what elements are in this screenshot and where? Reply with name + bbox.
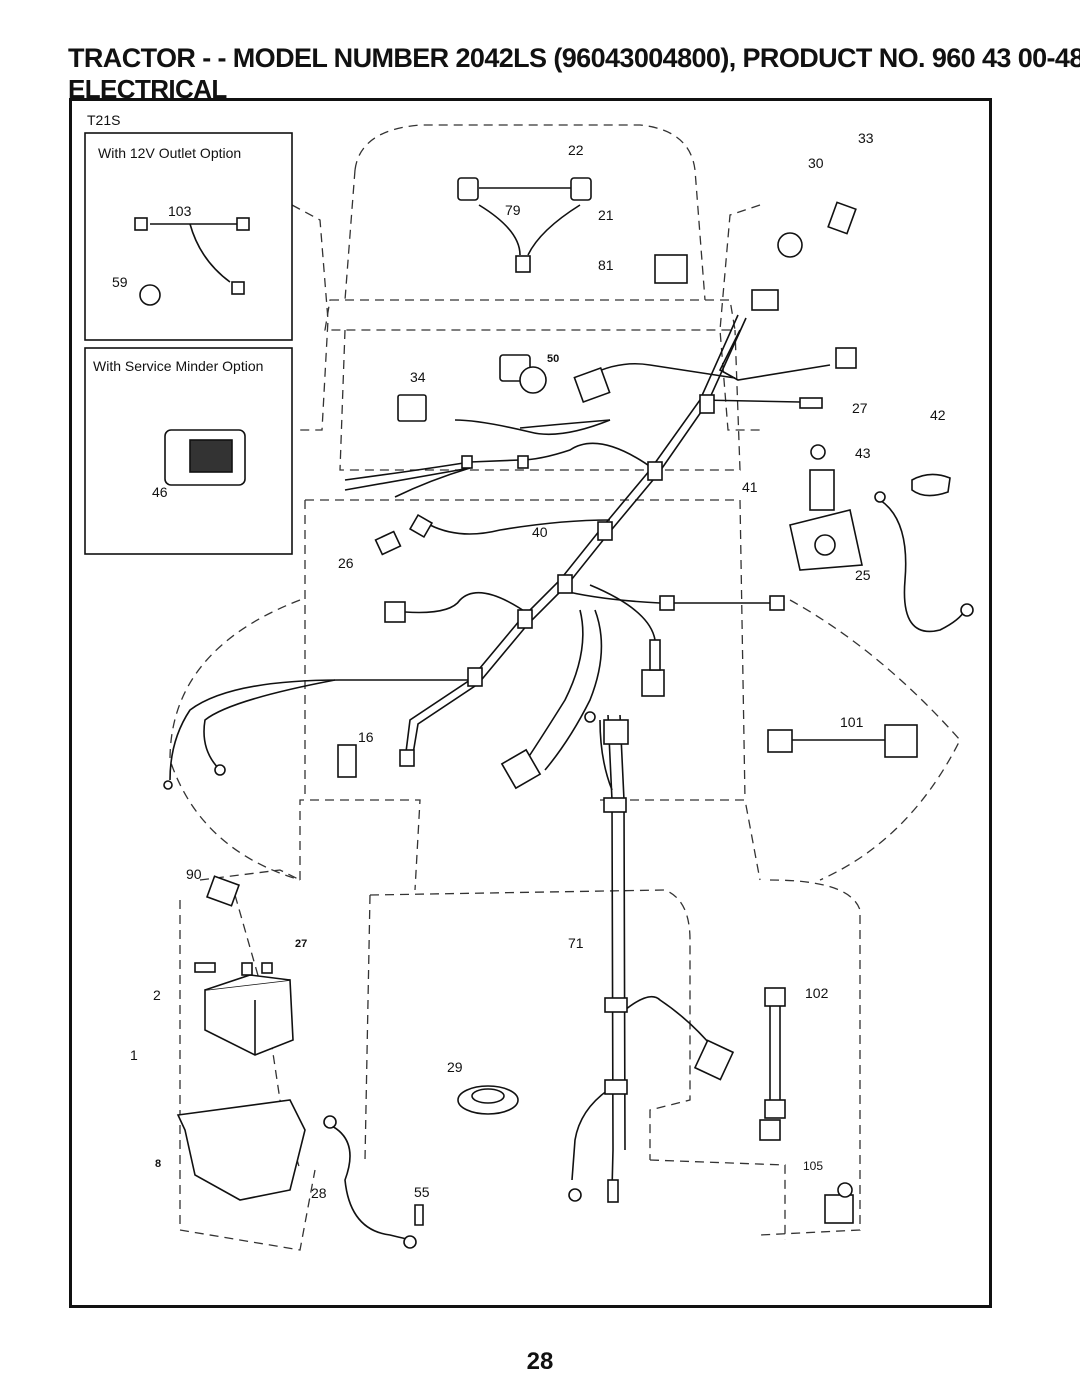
part-label: 29 <box>447 1059 463 1075</box>
part-label: 105 <box>803 1159 823 1173</box>
part-label: 71 <box>568 935 584 951</box>
boot-42 <box>911 473 951 497</box>
battery-tray <box>176 1099 306 1201</box>
headlight-left <box>457 177 479 201</box>
part-plug <box>408 513 434 539</box>
outlet-59 <box>139 284 161 306</box>
terminal <box>214 764 226 776</box>
part-label: 79 <box>505 202 521 218</box>
part-label: 30 <box>808 155 824 171</box>
headlight-right <box>570 177 592 201</box>
part-label: 50 <box>547 353 559 365</box>
inset-boxes <box>84 132 293 555</box>
part-label: 27 <box>295 938 307 950</box>
connector-plug <box>399 749 415 767</box>
tractor-outline <box>169 124 961 1251</box>
part-label: 90 <box>186 866 202 882</box>
part-label: 41 <box>742 479 758 495</box>
bolt-55 <box>414 1204 424 1226</box>
part-label: 16 <box>358 729 374 745</box>
outlet-connector <box>134 217 148 231</box>
diagram-code: T21S <box>87 112 120 128</box>
connector-plug <box>641 669 665 697</box>
decal <box>573 366 611 404</box>
part-label: 22 <box>568 142 584 158</box>
part-label: 43 <box>855 445 871 461</box>
connector-plug <box>751 289 779 311</box>
solenoid-43 <box>809 469 835 511</box>
bolt-2 <box>194 962 216 973</box>
harness-connector <box>647 461 663 481</box>
battery <box>204 979 294 1056</box>
fuse-holder <box>607 1179 619 1203</box>
harness-connector <box>699 394 715 414</box>
part-label: 2 <box>153 987 161 1003</box>
page-title: TRACTOR - - MODEL NUMBER 2042LS (9604300… <box>68 43 1080 73</box>
inset-service-caption: With Service Minder Option <box>93 358 263 374</box>
harness-connector <box>557 574 573 594</box>
part-label: 40 <box>532 524 548 540</box>
part-27 <box>241 962 253 976</box>
part-label: 103 <box>168 203 192 219</box>
page-number: 28 <box>526 1348 554 1375</box>
outlet-101 <box>884 724 918 758</box>
harness-connector <box>604 997 628 1013</box>
part-label: 55 <box>414 1184 430 1200</box>
connector-102 <box>764 1099 786 1119</box>
connector-102 <box>759 1119 781 1141</box>
part-label: 46 <box>152 484 168 500</box>
part-label: 59 <box>112 274 128 290</box>
switch-105 <box>824 1194 854 1224</box>
part-26 <box>374 530 402 556</box>
wire-connector <box>461 455 473 469</box>
connector-plug <box>384 601 406 623</box>
part-label: 81 <box>598 257 614 273</box>
part-label: 102 <box>805 985 829 1001</box>
part-label: 42 <box>930 407 946 423</box>
sensor-30 <box>777 232 803 258</box>
harness-plug-79 <box>515 255 531 273</box>
wire-connector <box>769 595 785 611</box>
part-16 <box>337 744 357 778</box>
components <box>134 177 974 1249</box>
part-33 <box>827 201 857 235</box>
part-label: 25 <box>855 567 871 583</box>
knob-50 <box>519 366 547 394</box>
inset-12v-outlet <box>84 132 293 341</box>
part-label: 28 <box>311 1185 327 1201</box>
part-label: 33 <box>858 130 874 146</box>
harness-connector <box>597 521 613 541</box>
connector-plug <box>693 1039 735 1081</box>
connector-plug <box>835 347 857 369</box>
harness-connector <box>517 609 533 629</box>
wire-connector <box>659 595 675 611</box>
inset-service-minder <box>84 347 293 555</box>
terminal <box>163 780 173 790</box>
harness-connector <box>467 667 483 687</box>
connector-plug <box>799 397 823 409</box>
part-label: 8 <box>155 1158 161 1170</box>
connector-plug <box>500 748 542 790</box>
relay-81 <box>654 254 688 284</box>
inset-12v-caption: With 12V Outlet Option <box>98 145 241 161</box>
connector-101 <box>767 729 793 753</box>
part-label: 26 <box>338 555 354 571</box>
wire-connector <box>517 455 529 469</box>
washer-27 <box>810 444 826 460</box>
diagram-frame <box>69 98 992 1308</box>
part-label: 21 <box>598 207 614 223</box>
part-label: 1 <box>130 1047 138 1063</box>
part-label: 101 <box>840 714 864 730</box>
switch-34 <box>397 394 427 422</box>
connector-plug <box>603 719 629 745</box>
section-heading: ELECTRICAL <box>68 74 227 104</box>
part-90 <box>205 875 241 907</box>
harness-connector <box>603 797 627 813</box>
part-label: 34 <box>410 369 426 385</box>
harness-connector <box>604 1079 628 1095</box>
connector-102 <box>764 987 786 1007</box>
part-label: 27 <box>852 400 868 416</box>
part-labels: T21S With 12V Outlet Option With Service… <box>87 112 946 1201</box>
